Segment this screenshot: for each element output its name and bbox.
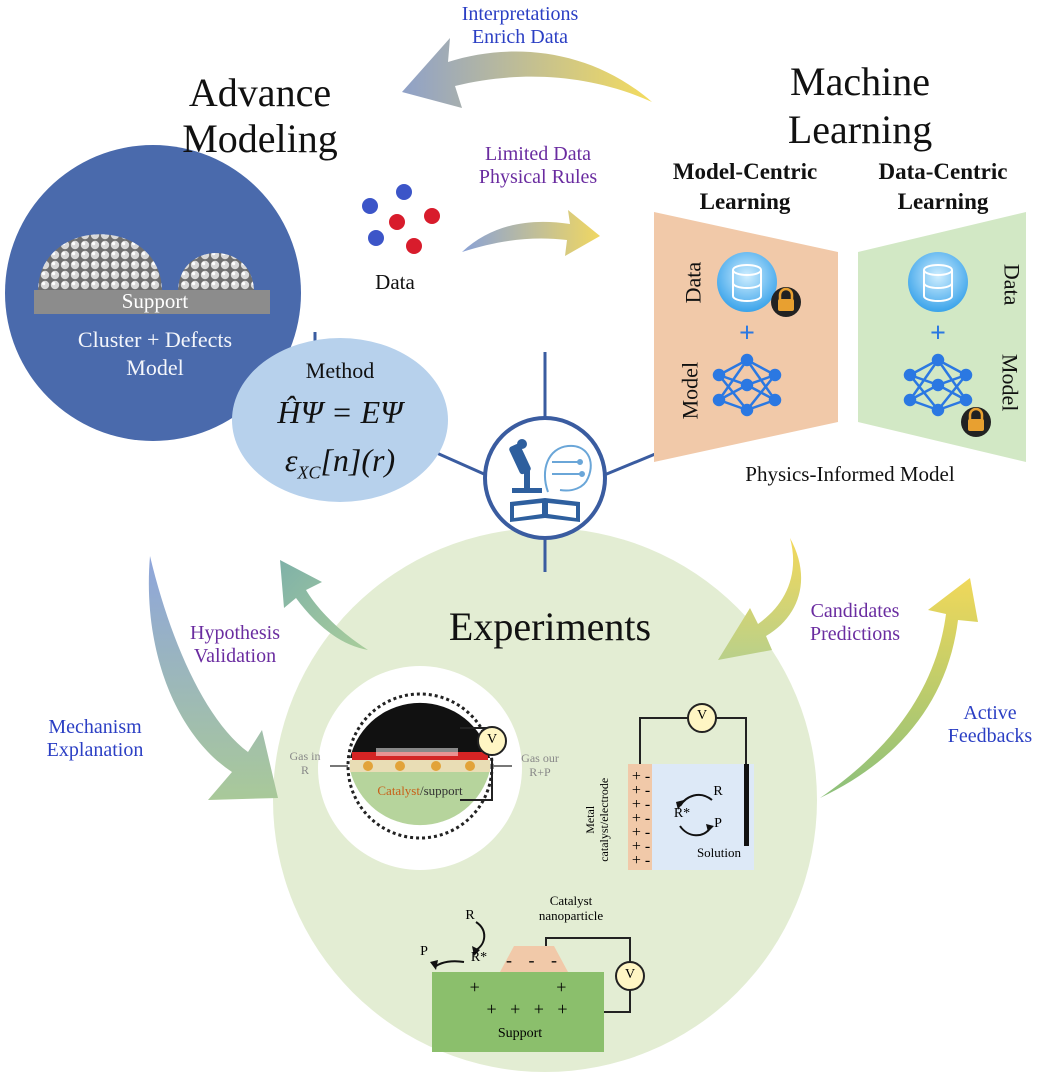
cluster-left bbox=[38, 234, 162, 292]
support-device bbox=[430, 921, 645, 1052]
reactant-label: R bbox=[713, 784, 723, 799]
nanoparticle-charges: - - - bbox=[506, 950, 563, 970]
catalyst-support-label: Catalyst/support bbox=[377, 783, 463, 798]
active-feedbacks-arrow bbox=[820, 578, 978, 798]
book-icon bbox=[510, 498, 580, 522]
gas-reactor bbox=[330, 692, 512, 840]
neural-network-icon bbox=[712, 353, 782, 417]
cluster-right bbox=[178, 253, 254, 292]
candidates-arrow bbox=[718, 538, 802, 660]
interpretations-label: Interpretations Enrich Data bbox=[461, 3, 579, 48]
method-label: Method bbox=[305, 358, 375, 383]
cluster-model-label: Cluster + Defects Model bbox=[77, 327, 233, 380]
plus-icon: + bbox=[930, 318, 946, 349]
support-charges: + + + + + + bbox=[468, 977, 568, 1019]
limited-data-label: Limited Data Physical Rules bbox=[478, 143, 598, 188]
data-dots bbox=[362, 184, 440, 254]
product-label: P bbox=[420, 944, 428, 959]
experiments-circle bbox=[273, 528, 817, 1072]
neural-network-icon bbox=[903, 353, 973, 417]
brain-icon bbox=[543, 444, 592, 493]
right-panel-data-label: Data bbox=[999, 263, 1025, 306]
machine-learning-title: Machine Learning bbox=[787, 59, 933, 152]
lock-icon bbox=[771, 287, 801, 317]
plus-icon: + bbox=[739, 318, 755, 349]
hypothesis-arrow bbox=[280, 560, 368, 650]
lock-icon bbox=[961, 407, 991, 437]
reactant-label: R bbox=[465, 908, 475, 923]
support-slab bbox=[34, 290, 270, 314]
xc-functional: εXC[n](r) bbox=[284, 442, 396, 483]
solution-label: Solution bbox=[696, 845, 742, 860]
left-panel-model-label: Model bbox=[677, 361, 703, 420]
schrodinger-equation: ĤΨ = EΨ bbox=[277, 394, 403, 430]
catalyst-nanoparticle-label: Catalyst nanoparticle bbox=[538, 893, 604, 923]
method-ellipse bbox=[232, 338, 448, 502]
right-panel-model-label: Model bbox=[997, 353, 1023, 412]
gas-in-label: Gas in R bbox=[289, 749, 321, 777]
limited-data-arrow bbox=[462, 210, 600, 256]
support-label: Support bbox=[121, 289, 189, 313]
electrode-charges: + -+ -+ -+ -+ -+ -+ - bbox=[631, 768, 651, 869]
model-centric-panel bbox=[654, 212, 838, 462]
left-panel-data-label: Data bbox=[680, 261, 706, 304]
gas-out-label: Gas our R+P bbox=[521, 751, 559, 779]
data-centric-heading: Data-Centric Learning bbox=[878, 159, 1008, 214]
candidates-label: Candidates Predictions bbox=[810, 600, 900, 645]
database-icon bbox=[908, 252, 968, 312]
interpretations-arrow bbox=[402, 38, 652, 108]
product-label: P bbox=[714, 816, 722, 831]
experiments-title: Experiments bbox=[448, 604, 652, 649]
support-bottom-label: Support bbox=[497, 1026, 543, 1041]
electrochem-cell bbox=[628, 703, 754, 870]
physics-informed-label: Physics-Informed Model bbox=[745, 462, 955, 486]
voltmeter-icon: V bbox=[486, 732, 498, 747]
model-centric-heading: Model-Centric Learning bbox=[672, 159, 818, 214]
active-feedbacks-label: Active Feedbacks bbox=[947, 702, 1033, 747]
data-label: Data bbox=[375, 270, 415, 294]
voltmeter-icon: V bbox=[624, 967, 636, 982]
database-icon bbox=[717, 252, 777, 312]
mechanism-label: Mechanism Explanation bbox=[46, 716, 144, 761]
mechanism-arrow bbox=[148, 556, 278, 800]
adsorbed-intermediate-label: R* bbox=[470, 950, 488, 965]
microscope-icon bbox=[509, 439, 542, 493]
data-centric-panel bbox=[858, 212, 1026, 462]
adsorbed-intermediate-label: R* bbox=[673, 806, 691, 821]
metal-electrode-label: Metal catalyst/electrode bbox=[583, 777, 611, 862]
advance-modeling-title: Advance Modeling bbox=[182, 70, 338, 161]
voltmeter-icon: V bbox=[696, 708, 708, 723]
hypothesis-label: Hypothesis Validation bbox=[190, 622, 280, 667]
